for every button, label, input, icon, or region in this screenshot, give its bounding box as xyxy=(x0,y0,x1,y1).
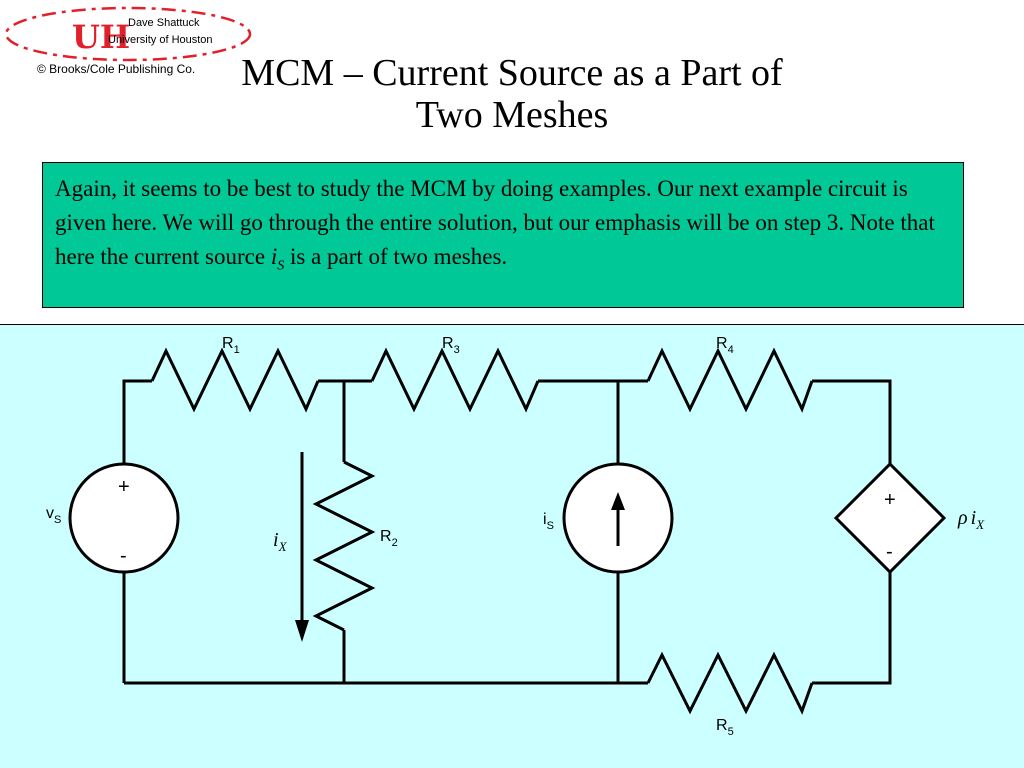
label-r4-sub: 4 xyxy=(728,344,734,356)
wire-top-right xyxy=(812,379,892,464)
label-is: iS xyxy=(543,511,554,532)
resistor-r2 xyxy=(312,460,376,632)
resistor-r3 xyxy=(370,347,540,413)
explanation-box: Again, it seems to be best to study the … xyxy=(42,162,964,308)
label-r3-letter: R xyxy=(442,335,454,352)
voltage-source-vs xyxy=(68,462,180,574)
wire-top-left xyxy=(122,379,152,470)
label-dependent-letter: i xyxy=(971,507,977,529)
source-symbol: i xyxy=(270,244,278,269)
uh-logo: UH xyxy=(72,18,130,56)
label-dependent-rho: ρ xyxy=(957,507,968,529)
title-line-1: MCM – Current Source as a Part of xyxy=(241,52,783,94)
title-line-2: Two Meshes xyxy=(415,94,609,136)
label-vs: vS xyxy=(46,505,61,526)
label-r1-letter: R xyxy=(222,335,234,352)
author-name: Dave Shattuck xyxy=(128,17,200,29)
label-r3: R3 xyxy=(442,335,460,356)
label-r5-sub: 5 xyxy=(728,726,734,738)
dependent-voltage-source xyxy=(833,461,947,575)
copyright-notice: © Brooks/Cole Publishing Co. xyxy=(37,62,196,76)
dep-minus-sign: - xyxy=(886,541,893,563)
label-r4: R4 xyxy=(716,335,734,356)
label-vs-letter: v xyxy=(46,505,54,522)
explanation-text-2: is a part of two meshes. xyxy=(284,244,508,269)
label-ix-sub: X xyxy=(278,539,288,554)
divider xyxy=(0,324,1024,325)
label-r2-sub: 2 xyxy=(392,537,398,549)
label-r4-letter: R xyxy=(716,335,728,352)
label-r5: R5 xyxy=(716,717,734,738)
resistor-r5 xyxy=(646,651,814,715)
label-r5-letter: R xyxy=(716,717,728,734)
vs-plus-sign: + xyxy=(118,476,130,498)
label-is-letter: i xyxy=(543,511,547,528)
label-ix: iX xyxy=(273,529,288,554)
label-r2: R2 xyxy=(380,528,398,549)
label-dependent-sub: X xyxy=(975,517,985,532)
source-symbol-sub: S xyxy=(277,258,285,274)
logo-ellipse xyxy=(4,6,252,62)
ix-arrow-head xyxy=(295,620,309,642)
wire-bottom-right xyxy=(812,572,892,685)
resistor-r1 xyxy=(150,347,320,413)
label-r1-sub: 1 xyxy=(234,344,240,356)
logo-header: UH xyxy=(4,6,252,62)
label-vs-sub: S xyxy=(54,514,61,526)
label-r2-letter: R xyxy=(380,528,392,545)
label-r1: R1 xyxy=(222,335,240,356)
explanation-text-1: Again, it seems to be best to study the … xyxy=(55,176,935,269)
resistor-r4 xyxy=(646,347,814,413)
current-source-arrow-head xyxy=(611,492,625,510)
dep-plus-sign: + xyxy=(884,489,896,511)
vs-minus-sign: - xyxy=(120,545,127,567)
university-name: University of Houston xyxy=(108,34,213,46)
label-r3-sub: 3 xyxy=(454,344,460,356)
label-is-sub: S xyxy=(547,520,554,532)
label-ix-letter: i xyxy=(273,529,279,551)
